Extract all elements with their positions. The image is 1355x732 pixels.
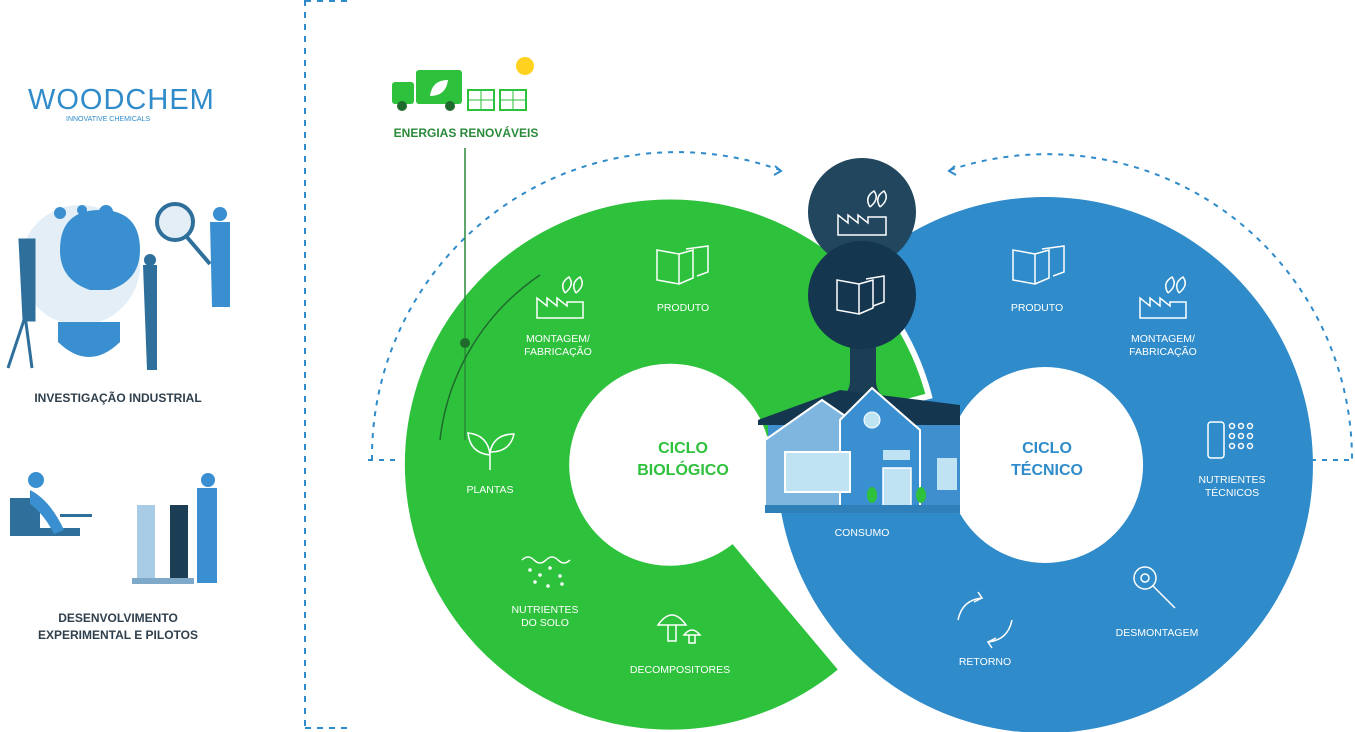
title-line: BIOLÓGICO (637, 462, 729, 479)
caption-line: EXPERIMENTAL E PILOTOS (37, 628, 199, 642)
technical-cycle-ring (776, 197, 1313, 732)
label-line: FABRICAÇÃO (1129, 346, 1197, 358)
technical-nutrients-label: NUTRIENTES TÉCNICOS (1198, 474, 1265, 500)
bio-product-label: PRODUTO (656, 302, 710, 314)
mushroom-icon (656, 614, 702, 644)
bag-icon (836, 275, 885, 315)
logo-tagline: INNOVATIVE CHEMICALS (66, 116, 151, 123)
soil-nutrients-label: NUTRIENTES DO SOLO (511, 604, 578, 630)
label-line: DO SOLO (521, 617, 569, 629)
return-label: RETORNO (958, 656, 1012, 668)
consumption-label: CONSUMO (834, 527, 890, 539)
label-line: TÉCNICOS (1204, 487, 1260, 499)
arrow-icon (947, 165, 957, 176)
biological-cycle-title: CICLO BIOLÓGICO (637, 438, 729, 482)
tech-product-label: PRODUTO (1010, 302, 1064, 314)
label-line: FABRICAÇÃO (524, 346, 592, 358)
arrow-icon (773, 165, 783, 176)
factory-icon (536, 276, 584, 319)
dashed-arc-right (949, 153, 1354, 461)
recycle-arrows-icon (957, 591, 1013, 649)
title-line: CICLO (1022, 440, 1072, 457)
house-illustration (758, 386, 960, 513)
caption-line: DESENVOLVIMENTO (58, 611, 178, 625)
title-line: CICLO (658, 440, 708, 457)
renewable-energy-icon (392, 57, 534, 111)
decomposers-label: DECOMPOSITORES (629, 664, 731, 676)
tech-assembly-label: MONTAGEM/ FABRICAÇÃO (1129, 333, 1197, 359)
product-circle (808, 241, 916, 349)
disassembly-label: DESMONTAGEM (1115, 627, 1199, 639)
label-line: NUTRIENTES (1198, 474, 1266, 486)
dashed-arc-left (370, 151, 781, 461)
plant-icon (467, 432, 515, 470)
logo: WOODCHEM (28, 84, 215, 116)
manufacturing-circle (808, 158, 916, 266)
label-line: NUTRIENTES (511, 604, 579, 616)
title-line: TÉCNICO (1011, 462, 1083, 479)
wrench-icon (1133, 566, 1176, 609)
biological-cycle-ring (398, 193, 933, 732)
technical-cycle-title: CICLO TÉCNICO (1011, 438, 1083, 482)
label-line: MONTAGEM/ (526, 333, 590, 345)
soil-nutrients-icon (521, 556, 571, 588)
bio-assembly-label: MONTAGEM/ FABRICAÇÃO (524, 333, 592, 359)
renewables-label: ENERGIAS RENOVÁVEIS (393, 126, 539, 140)
factory-icon (837, 190, 887, 236)
development-illustration (10, 472, 217, 584)
bag-icon (656, 245, 709, 285)
development-caption: DESENVOLVIMENTO EXPERIMENTAL E PILOTOS (38, 610, 198, 644)
factory-icon (1139, 276, 1187, 319)
label-line: MONTAGEM/ (1131, 333, 1195, 345)
plants-label: PLANTAS (466, 484, 514, 496)
research-caption: INVESTIGAÇÃO INDUSTRIAL (34, 391, 202, 405)
bag-icon (1012, 245, 1065, 285)
technical-nutrients-icon (1207, 421, 1254, 459)
research-illustration (6, 202, 230, 370)
